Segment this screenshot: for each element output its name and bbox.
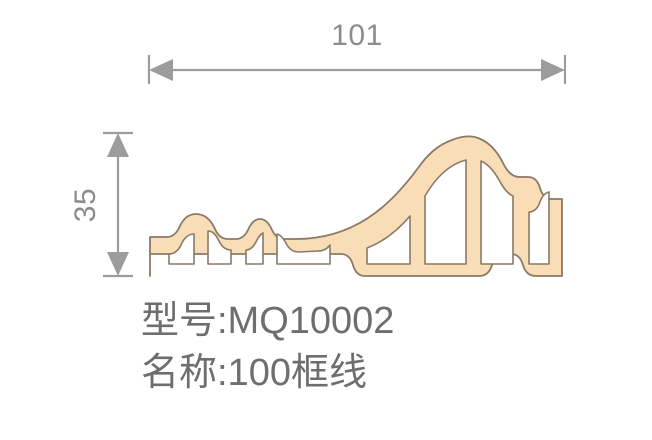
profile-chamber-4 — [276, 233, 331, 265]
width-dimension-value: 101 — [331, 19, 383, 52]
height-arrow-top-icon — [107, 133, 129, 157]
width-arrow-left-icon — [149, 59, 173, 81]
profile-chamber-3 — [245, 232, 264, 265]
height-arrow-bottom-icon — [107, 252, 129, 276]
profile-chamber-6 — [424, 159, 467, 265]
height-dimension-value: 35 — [69, 188, 102, 222]
profile-chamber-5 — [366, 215, 411, 265]
profile-chamber-8 — [528, 191, 550, 265]
name-label: 名称:100框线 — [141, 352, 367, 394]
model-label: 型号:MQ10002 — [141, 300, 394, 342]
width-arrow-right-icon — [541, 59, 565, 81]
profile-cross-section — [149, 135, 563, 277]
height-dimension-group: 35 — [69, 131, 133, 278]
profile-chamber-1 — [168, 233, 195, 265]
profile-chamber-2 — [207, 230, 232, 265]
width-dimension-group: 101 — [147, 19, 567, 84]
profile-chamber-7 — [480, 160, 514, 265]
